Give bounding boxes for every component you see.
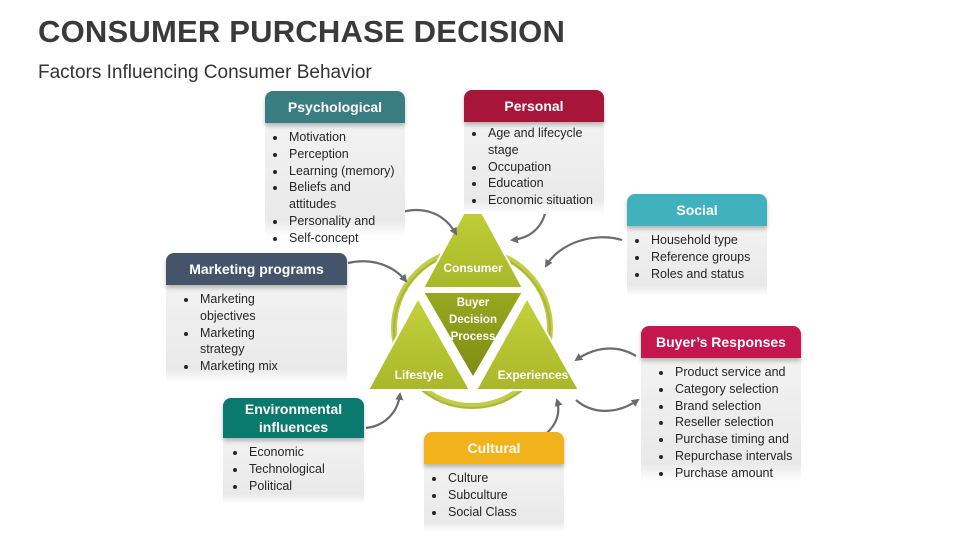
card-title: Cultural	[424, 432, 564, 464]
card-title: Buyer’s Responses	[641, 326, 801, 358]
card-body: Motivation Perception Learning (memory) …	[265, 123, 405, 245]
process-label-2: Decision	[449, 314, 497, 326]
card-body: Product service and Category selection B…	[641, 358, 801, 482]
list-item: Roles and status	[649, 266, 759, 283]
card-title-line-1: Environmental	[244, 401, 343, 417]
item-list: Age and lifecycle stage Occupation Educa…	[472, 125, 596, 209]
list-item: Perception	[287, 146, 397, 163]
arrow-buyer-in	[574, 347, 637, 362]
list-item: Economic situation	[486, 192, 596, 209]
list-item: strategy	[200, 342, 245, 357]
lifestyle-label: Lifestyle	[395, 368, 444, 382]
item-list: Economic Technological Political	[231, 444, 356, 494]
list-item: Occupation	[486, 159, 596, 176]
card-title-line-2: influences	[258, 419, 329, 435]
list-item: Technological	[247, 461, 356, 478]
card-buyers-responses: Product service and Category selection B…	[641, 326, 801, 482]
list-item: Beliefs and attitudes	[287, 179, 397, 213]
list-item: Marketing	[198, 325, 339, 342]
list-item: Household type	[649, 232, 759, 249]
card-title: Environmental influences	[223, 398, 364, 438]
list-item: Marketing mix	[198, 358, 339, 375]
list-item: Motivation	[287, 129, 397, 146]
item-list: Culture Subculture Social Class	[432, 470, 556, 520]
card-body: Economic Technological Political	[223, 438, 364, 504]
card-environmental: Economic Technological Political Environ…	[223, 398, 364, 504]
list-item: Political	[247, 478, 356, 495]
card-marketing-programs: Marketing objectives Marketing strategy …	[166, 253, 347, 383]
list-item: Product service and	[673, 364, 793, 381]
card-title: Personal	[464, 90, 604, 122]
list-item: Personality and	[287, 213, 397, 230]
card-title: Social	[627, 194, 767, 226]
list-item: Repurchase intervals	[673, 448, 793, 465]
arrow-buyer-out	[575, 398, 640, 412]
list-item: Social Class	[446, 504, 556, 521]
card-social: Household type Reference groups Roles an…	[627, 194, 767, 296]
page-title: CONSUMER PURCHASE DECISION	[38, 14, 566, 49]
item-list: Marketing objectives Marketing strategy …	[174, 291, 339, 375]
item-list: Product service and Category selection B…	[649, 364, 793, 482]
list-item: Category selection	[673, 381, 793, 398]
experiences-triangle	[474, 295, 581, 391]
arrow-psychological	[401, 208, 457, 236]
buyer-process-triangle	[421, 291, 525, 380]
arrow-environmental	[365, 392, 404, 430]
list-item: Self-concept	[287, 230, 397, 247]
list-item: Age and lifecycle	[486, 125, 596, 142]
list-item: Purchase timing and	[673, 431, 793, 448]
item-list: Motivation Perception Learning (memory) …	[273, 129, 397, 247]
card-body: Culture Subculture Social Class	[424, 464, 564, 532]
card-title: Marketing programs	[166, 253, 347, 285]
list-item: objectives	[200, 308, 256, 323]
list-item: Marketing	[198, 291, 339, 308]
list-item: Reference groups	[649, 249, 759, 266]
item-list: Household type Reference groups Roles an…	[635, 232, 759, 282]
process-label-1: Buyer	[457, 297, 490, 309]
card-body: Marketing objectives Marketing strategy …	[166, 285, 347, 383]
card-cultural: Culture Subculture Social Class Cultural	[424, 432, 564, 532]
card-body: Household type Reference groups Roles an…	[627, 226, 767, 296]
experiences-label: Experiences	[498, 368, 569, 382]
list-item: Purchase amount	[673, 465, 793, 482]
list-item: Subculture	[446, 487, 556, 504]
list-item: Education	[486, 175, 596, 192]
list-item: Learning (memory)	[287, 163, 397, 180]
arrow-personal	[510, 209, 548, 244]
consumer-label: Consumer	[443, 261, 503, 275]
list-item: Brand selection	[673, 398, 793, 415]
card-personal: Age and lifecycle stage Occupation Educa…	[464, 90, 604, 214]
card-title: Psychological	[265, 91, 405, 123]
consumer-triangle	[421, 193, 525, 289]
lifestyle-triangle	[366, 295, 472, 391]
list-item: stage	[488, 142, 519, 157]
arrow-social	[544, 236, 623, 268]
arrow-marketing	[347, 260, 408, 283]
list-item: Culture	[446, 470, 556, 487]
page-subtitle: Factors Influencing Consumer Behavior	[38, 62, 372, 83]
list-item: Economic	[247, 444, 356, 461]
process-label-3: Process	[451, 331, 496, 343]
card-psychological: Motivation Perception Learning (memory) …	[265, 91, 405, 245]
list-item: Reseller selection	[673, 414, 793, 431]
card-body: Age and lifecycle stage Occupation Educa…	[464, 122, 604, 214]
